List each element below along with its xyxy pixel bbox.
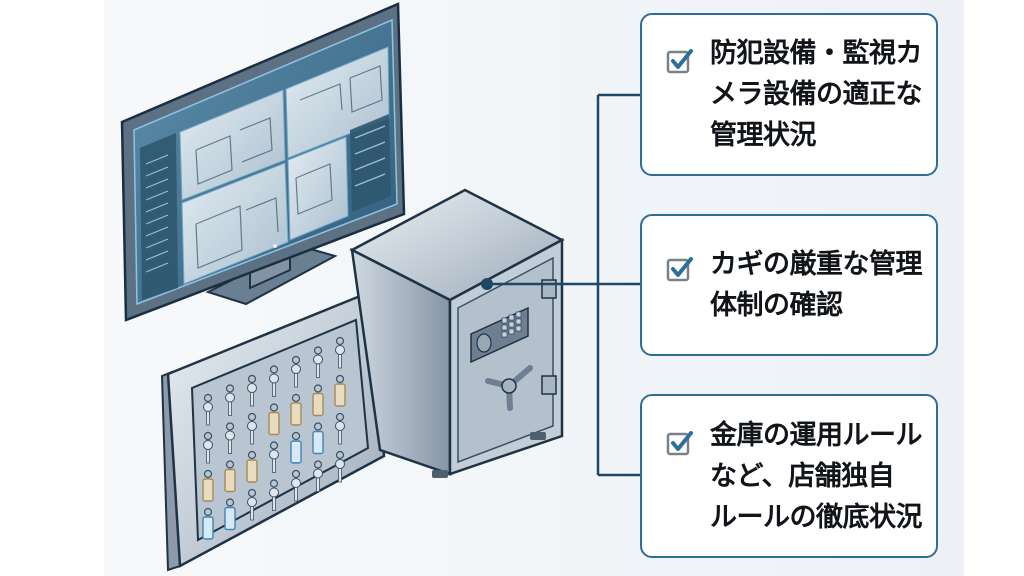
key-with-tag: [313, 460, 323, 492]
key-with-tag: [312, 422, 324, 455]
safe-foot-left: [432, 470, 448, 478]
checklist-card-key-management: カギの厳重な管理 体制の確認: [640, 214, 938, 356]
checklist-line: 防犯設備・監視カ: [710, 38, 923, 69]
key-with-tag: [225, 384, 235, 416]
screen-right-panel-items: [354, 125, 386, 187]
key-with-tag: [247, 374, 257, 407]
key-with-tag: [313, 346, 323, 378]
key-with-tag: [224, 460, 236, 493]
checklist-card-security-equipment: 防犯設備・監視カ メラ設備の適正な 管理状況: [640, 13, 938, 176]
connector-anchor-dot: [481, 278, 493, 290]
key-with-tag: [269, 441, 279, 473]
checklist-line: カギの厳重な管理: [710, 249, 923, 280]
safe-foot-right: [530, 432, 546, 440]
checklist-item-text: 金庫の運用ルール など、店舗独自 ルールの徹底状況: [710, 415, 923, 538]
checklist-item-text: 防犯設備・監視カ メラ設備の適正な 管理状況: [710, 33, 923, 156]
key-with-tag: [247, 412, 257, 445]
safe-door: [457, 256, 554, 464]
safe-handle: [485, 365, 533, 411]
safe-hinge-bottom: [541, 375, 557, 395]
checklist-line: など、店舗独自: [710, 460, 895, 492]
key-with-tag: [202, 507, 214, 540]
camera-view-3: [181, 162, 289, 285]
safe: [349, 188, 565, 478]
key-with-tag: [269, 479, 279, 511]
checklist-line: メラ設備の適正な: [710, 79, 923, 110]
key-cabinet: [160, 290, 386, 572]
key-with-tag: [203, 393, 213, 426]
key-with-tag: [335, 412, 345, 445]
key-with-tag: [334, 374, 346, 407]
key-with-tag: [290, 393, 302, 426]
key-with-tag: [291, 469, 301, 502]
monitor-power-led: [273, 244, 277, 248]
safe-keypad-buttons: [501, 311, 522, 338]
camera-view-details: [195, 65, 383, 269]
checklist-line: 管理状況: [710, 120, 817, 151]
key-with-tag: [247, 488, 257, 521]
camera-view-1: [179, 89, 286, 201]
key-with-tag: [269, 365, 279, 397]
screen-sidebar-items: [145, 154, 169, 273]
key-with-tag: [291, 355, 301, 388]
checkbox-checked-icon: [666, 257, 693, 282]
safe-hinge-top: [541, 279, 557, 299]
connector-lines: [487, 93, 641, 477]
checkbox-checked-icon: [666, 49, 693, 74]
key-with-tag: [290, 431, 302, 464]
monitor: [120, 2, 406, 322]
key-with-tag: [312, 384, 324, 417]
checklist-line: 金庫の運用ルール: [710, 419, 923, 451]
key-with-tag: [203, 431, 213, 464]
checklist-card-safe-rules: 金庫の運用ルール など、店舗独自 ルールの徹底状況: [640, 394, 938, 558]
key-with-tag: [202, 469, 214, 502]
key-cabinet-interior: [190, 318, 370, 542]
screen-right-panel: [350, 114, 391, 212]
key-hooks: [202, 336, 346, 540]
checklist-line: ルールの徹底状況: [710, 501, 923, 533]
key-with-tag: [335, 450, 345, 483]
checklist-item-text: カギの厳重な管理 体制の確認: [710, 244, 923, 326]
camera-view-4: [287, 136, 349, 241]
key-with-tag: [246, 450, 258, 483]
key-with-tag: [335, 336, 345, 369]
safe-dial: [476, 333, 492, 353]
key-with-tag: [268, 403, 280, 436]
key-with-tag: [225, 422, 235, 454]
checkbox-checked-icon: [666, 431, 693, 456]
checklist-line: 体制の確認: [710, 290, 843, 321]
key-with-tag: [224, 498, 236, 531]
